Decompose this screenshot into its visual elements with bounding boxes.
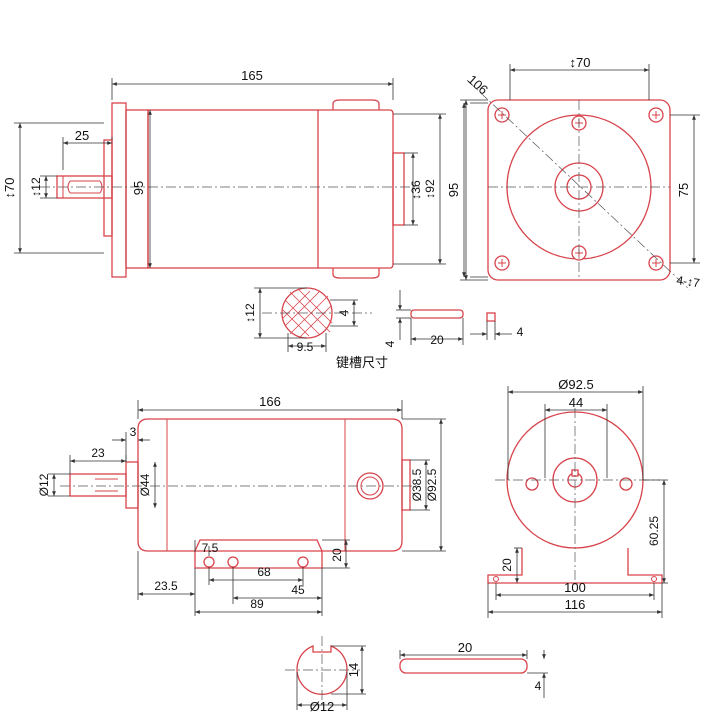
- dim-label: 20: [458, 640, 472, 655]
- dim-bottom-key-width: 4: [527, 650, 548, 698]
- dim-label: 4: [383, 340, 397, 347]
- dim-bottom-foot-offset: 23.5: [137, 551, 196, 600]
- dim-bottom-key-length: 20: [399, 640, 528, 659]
- dim-front-diameter: Ø92.5: [507, 377, 644, 480]
- dim-label: 9.5: [297, 340, 314, 354]
- dim-top-rear-boss: ↕36: [404, 152, 423, 226]
- dim-keyway-depth: 4: [330, 299, 358, 327]
- dim-label: ↕36: [409, 180, 423, 200]
- dim-bottom-overall-length: 166: [137, 394, 403, 419]
- dim-bottom-step: 3: [112, 425, 150, 462]
- front-bolt-hole-right: [619, 477, 633, 491]
- dim-label: 3: [130, 425, 137, 439]
- dim-bottom-foot-edge: 7.5: [194, 540, 219, 556]
- bottom-keyway-shaft: [296, 645, 348, 695]
- dim-label: 20: [330, 548, 344, 562]
- dim-front-foot-width: 116: [487, 583, 663, 618]
- dim-label: 7.5: [202, 541, 219, 555]
- dim-label: 95: [131, 181, 146, 195]
- dim-bottom-shaft-diameter: Ø12: [37, 473, 70, 497]
- top-side-motor-outline: [56, 99, 405, 279]
- dim-label: ↕12: [243, 303, 257, 323]
- dim-label: 4-↕7: [676, 273, 701, 290]
- dim-label: 166: [259, 394, 281, 409]
- dim-top-overall-length: 165: [111, 68, 394, 100]
- key-part: [410, 309, 464, 319]
- dim-top-rear-height: ↕92: [393, 113, 446, 265]
- dim-label: ↕12: [29, 177, 43, 197]
- dim-key-length: 20: [410, 318, 464, 347]
- dim-label: Ø92.5: [425, 468, 439, 501]
- dim-label: Ø44: [138, 473, 152, 496]
- dim-bottom-foot-height: 20: [322, 539, 350, 569]
- front-bolt-hole-left: [525, 477, 539, 491]
- dim-top-body-diameter: 95: [131, 110, 152, 268]
- dim-top-shaft-diameter: ↕12: [29, 175, 57, 199]
- dim-bottom-hole-center: 45: [232, 567, 322, 604]
- dim-bottom-keyway-height: 14: [331, 645, 366, 695]
- dim-front-foot-hole-spacing: 100: [495, 580, 655, 600]
- dim-label: 14: [346, 663, 361, 677]
- dim-front-bolt-spacing-44: 44: [544, 395, 608, 478]
- dim-label: 23.5: [154, 579, 178, 593]
- dim-label: 4: [535, 679, 542, 693]
- dim-label: Ø92.5: [558, 377, 593, 392]
- key-section: [486, 312, 496, 322]
- dim-label: ↕70: [570, 55, 591, 70]
- dim-label: 45: [291, 583, 305, 597]
- dim-label: 95: [446, 183, 461, 197]
- top-front-view: ↕70 106 75 4-↕7: [460, 55, 701, 290]
- dim-bottom-body-diameter: Ø92.5: [402, 418, 446, 552]
- bottom-motor-outline: [69, 418, 411, 569]
- dim-label: 116: [565, 597, 586, 612]
- dim-bottom-hole-spacing: 68: [208, 565, 304, 585]
- dim-label: Ø38.5: [410, 468, 424, 501]
- dim-front-foot-height: 20: [500, 547, 522, 583]
- dim-bottom-rear-boss: Ø38.5: [410, 459, 430, 511]
- dim-bottom-foot-length: 89: [194, 568, 323, 616]
- dim-label: 20: [430, 333, 444, 347]
- dim-label: Ø12: [37, 473, 51, 496]
- dim-label: 4: [517, 325, 524, 339]
- dim-front-center-height: 60.25: [643, 479, 668, 584]
- dim-label: ↕70: [2, 178, 17, 199]
- bottom-front-view: Ø92.5 44 60.25 20 100: [487, 377, 668, 618]
- dim-label: 89: [250, 597, 264, 611]
- keyway-bottom: 14 Ø12 20 4: [285, 636, 548, 714]
- diagonal-line: [466, 79, 691, 291]
- keyway-top: ↕12 4 9.5 4 20: [243, 287, 524, 370]
- dim-label: ↕92: [423, 179, 437, 199]
- dim-bottom-keyway-diameter: Ø12: [296, 672, 348, 714]
- dim-label: 44: [569, 395, 583, 410]
- dim-label: 20: [500, 558, 514, 572]
- dim-label: 25: [75, 128, 89, 143]
- dim-label: 165: [241, 68, 263, 83]
- dim-label: 4: [337, 309, 351, 316]
- dim-key-height: 4: [383, 290, 411, 347]
- keyway-caption: 键槽尺寸: [336, 355, 388, 370]
- bottom-key-part: [399, 658, 528, 674]
- dim-front-holes: 4-↕7: [676, 273, 701, 290]
- dim-front-bolt-spacing: ↕70: [509, 55, 650, 100]
- dim-top-shaft-length: 25: [62, 128, 113, 170]
- dim-front-bolt-vertical: 75: [670, 114, 700, 264]
- dim-label: 23: [91, 446, 105, 460]
- bottom-side-view: 166 3 23 Ø12 Ø44 Ø38.5: [37, 394, 446, 616]
- dim-label: 75: [676, 183, 691, 197]
- dim-label: Ø12: [310, 699, 335, 714]
- dim-bottom-shaft-length: 23: [69, 446, 127, 474]
- dim-label: 100: [564, 580, 586, 595]
- dim-keyway-diameter: ↕12: [243, 287, 307, 339]
- keyway-hatching: [282, 288, 333, 338]
- top-side-view: 165 25 ↕70 ↕12 95: [2, 68, 488, 279]
- dim-key-width: 4: [470, 321, 524, 340]
- dim-top-frame-height: 95: [446, 102, 488, 278]
- dim-keyway-flat: 9.5: [287, 333, 327, 354]
- dim-label: 68: [257, 565, 271, 579]
- dim-top-flange-height: ↕70: [2, 122, 104, 254]
- dim-diagonal-label: 106: [465, 72, 491, 98]
- dim-bottom-pilot-diameter: Ø44: [138, 462, 157, 508]
- dim-label: 60.25: [647, 516, 661, 546]
